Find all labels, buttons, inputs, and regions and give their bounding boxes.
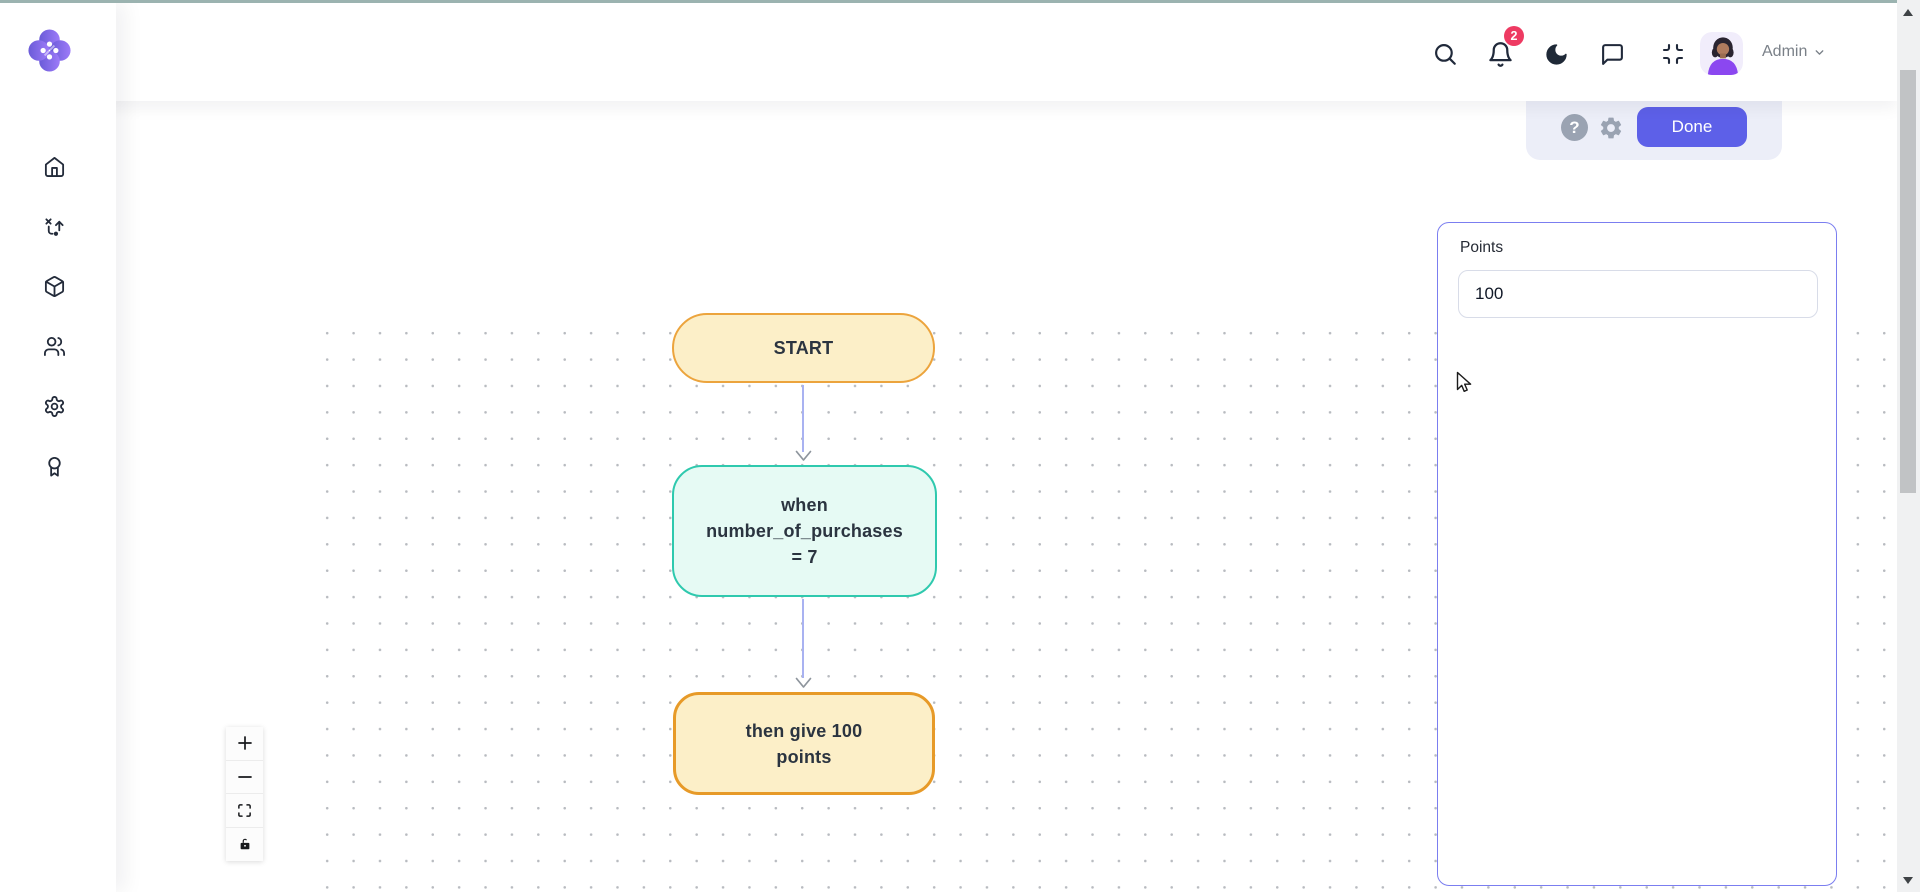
package-icon [44, 275, 64, 297]
collapse-icon[interactable] [1653, 34, 1693, 74]
zoom-in-icon [237, 736, 252, 751]
help-icon[interactable]: ? [1561, 114, 1588, 141]
fit-view-icon [238, 803, 251, 817]
user-menu-label: Admin [1762, 43, 1808, 60]
sidebar-item-products[interactable] [32, 264, 76, 308]
scrollbar-up-arrow[interactable] [1903, 9, 1913, 16]
lock-button[interactable] [226, 827, 263, 861]
sidebar-item-rewards[interactable] [32, 444, 76, 488]
user-menu[interactable]: Admin [1762, 43, 1826, 61]
award-icon [47, 456, 61, 477]
zoom-out-icon [237, 775, 252, 778]
notification-count-badge: 2 [1504, 26, 1524, 46]
notifications-bell-icon[interactable] [1480, 34, 1520, 74]
dark-mode-moon-icon[interactable] [1536, 34, 1576, 74]
sidebar-item-strategy[interactable] [32, 205, 76, 249]
page-scrollbar [1897, 0, 1920, 892]
flow-node-condition[interactable]: when number_of_purchases = 7 [672, 465, 937, 597]
scrollbar-down-arrow[interactable] [1903, 877, 1913, 884]
top-accent-line [0, 0, 1920, 3]
zoom-out-button[interactable] [226, 760, 263, 794]
canvas-zoom-controls [226, 727, 263, 861]
avatar[interactable] [1700, 32, 1743, 75]
home-icon [44, 156, 64, 177]
node-properties-panel: Points [1437, 222, 1837, 886]
fit-view-button[interactable] [226, 794, 263, 828]
sidebar-item-users[interactable] [32, 324, 76, 368]
chevron-down-icon [1815, 49, 1824, 55]
top-bar: 2 [0, 3, 1897, 101]
flow-edge-arrowhead [795, 450, 812, 461]
flow-edge-arrowhead [795, 677, 812, 688]
scrollbar-thumb[interactable] [1900, 70, 1916, 493]
users-icon [43, 336, 65, 356]
sidebar [0, 3, 116, 892]
flow-node-action[interactable]: then give 100 points [673, 692, 935, 795]
done-button[interactable]: Done [1637, 107, 1747, 147]
flow-edge [802, 385, 804, 452]
search-icon[interactable] [1425, 34, 1465, 74]
chat-icon[interactable] [1592, 34, 1632, 74]
gear-icon[interactable] [1597, 114, 1624, 141]
points-field-label: Points [1460, 239, 1504, 256]
flow-edge [802, 599, 804, 678]
strategy-route-icon [44, 217, 64, 236]
settings-icon [44, 395, 64, 417]
flow-node-start[interactable]: START [672, 313, 935, 383]
sidebar-item-settings[interactable] [32, 384, 76, 428]
points-input[interactable] [1458, 270, 1818, 318]
app-logo[interactable] [26, 27, 73, 74]
lock-icon [240, 839, 249, 850]
sidebar-item-home[interactable] [32, 144, 76, 188]
zoom-in-button[interactable] [226, 727, 263, 761]
